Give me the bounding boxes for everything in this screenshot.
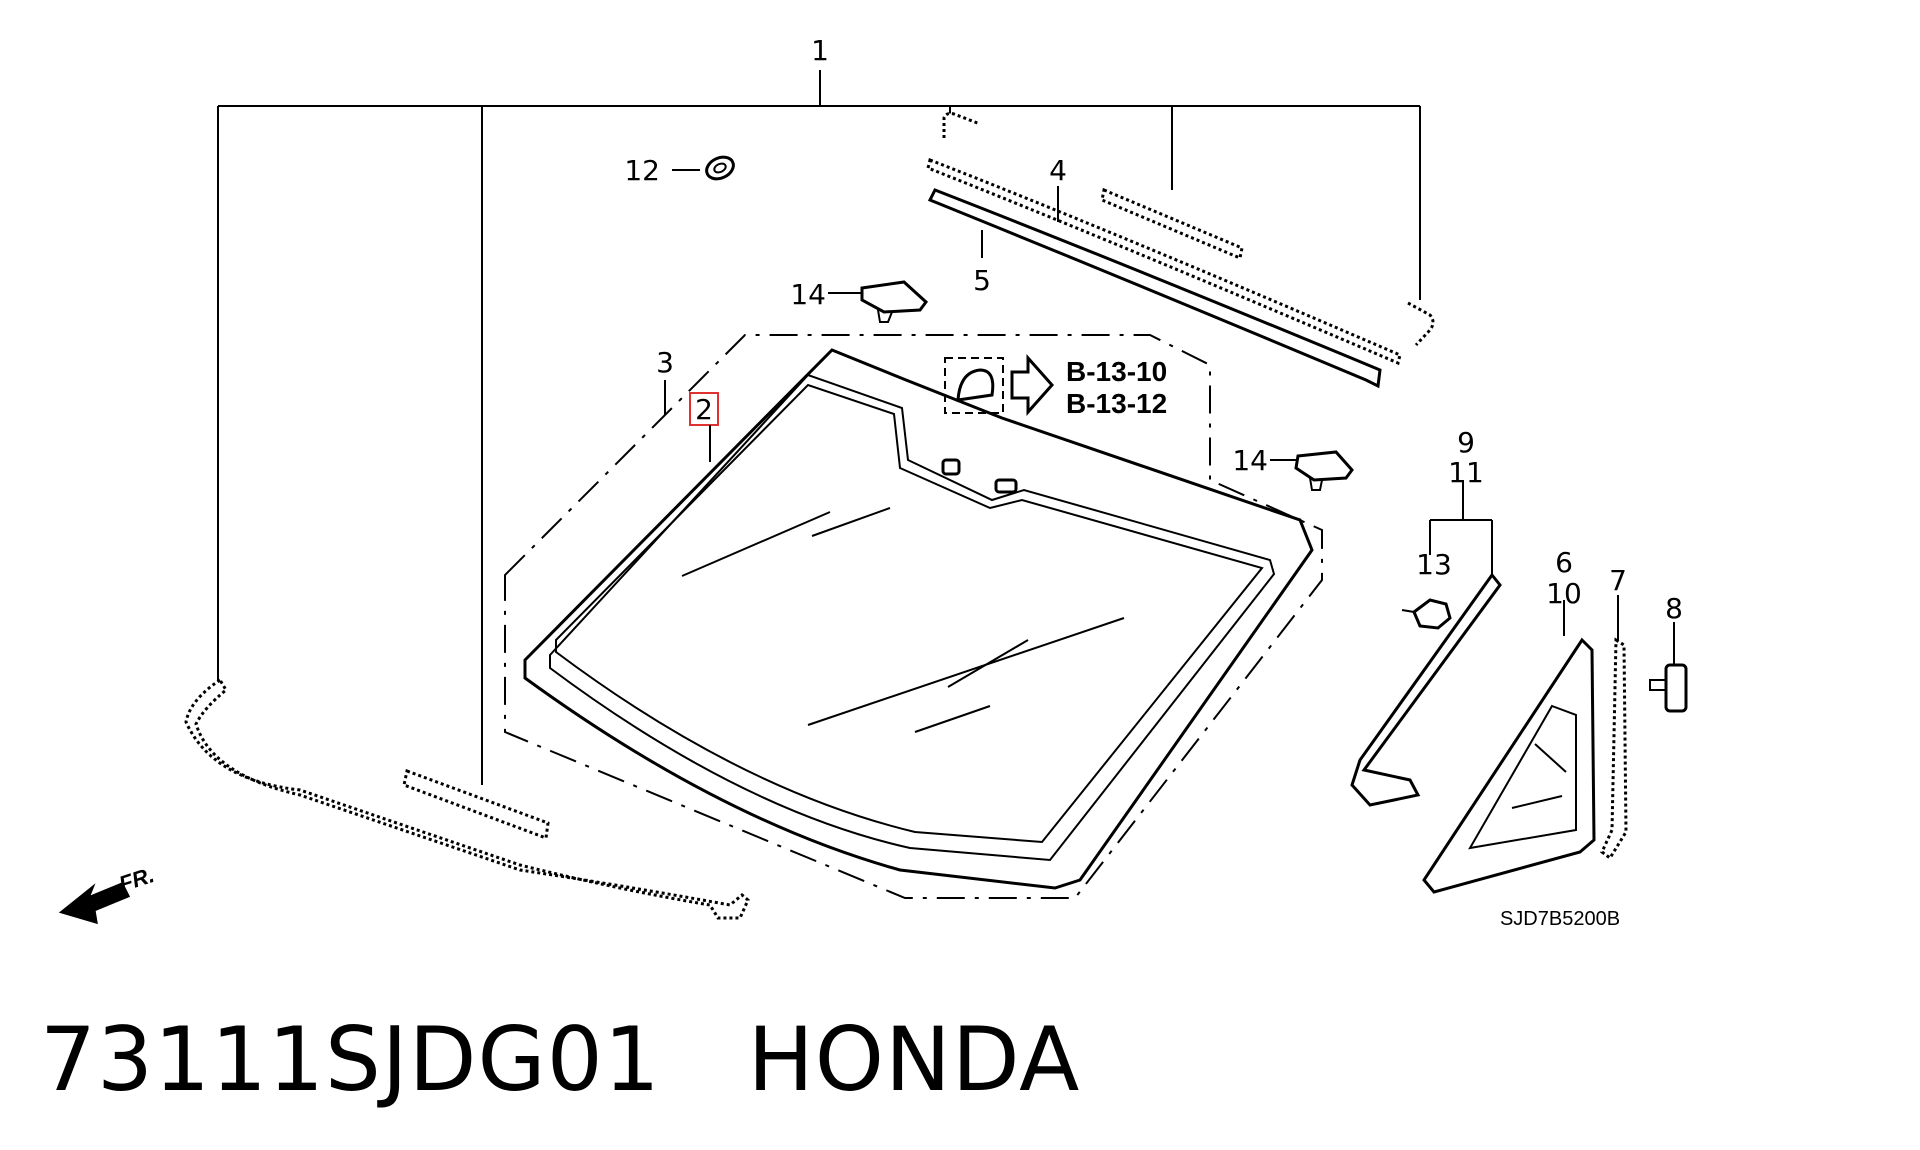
callout-12: 12: [624, 154, 660, 187]
lower-molding: [184, 677, 750, 920]
diagram-code: SJD7B5200B: [1500, 908, 1620, 930]
callout-3: 3: [656, 346, 674, 379]
front-direction-indicator: FR.: [58, 862, 157, 925]
callout-7: 7: [1609, 564, 1627, 597]
quarter-window-leader: [1429, 480, 1619, 640]
callout-2: 2: [695, 393, 713, 426]
bracket-14-lower: [1270, 450, 1354, 491]
reference-b-13-10: B-13-10: [1066, 356, 1167, 387]
callout-8: 8: [1665, 592, 1683, 625]
sensor-reference: [944, 354, 1055, 416]
callout-4: 4: [1049, 154, 1067, 187]
callout-5: 5: [973, 264, 991, 297]
callout-1-leader: [217, 70, 1421, 785]
callout-14-lower: 14: [1232, 444, 1268, 477]
molding-9-11: [1350, 572, 1502, 807]
reference-arrow-icon: [1010, 354, 1055, 416]
windshield-glass: [523, 348, 1314, 890]
windshield-assembly-boundary: [504, 334, 1323, 899]
front-label: FR.: [116, 862, 157, 897]
callout-14-upper: 14: [790, 278, 826, 311]
molding-end-piece-left: [942, 112, 981, 138]
part-number: 73111SJDG01: [40, 1008, 661, 1111]
fastener-8: [1649, 622, 1688, 713]
clip-13: [1401, 598, 1452, 630]
bracket-14-upper: [828, 280, 929, 323]
molding-end-piece-right: [1407, 301, 1435, 347]
callout-2-highlight: [689, 392, 719, 426]
reference-b-13-12: B-13-12: [1066, 388, 1167, 419]
upper-molding-4: [926, 157, 1402, 366]
callout-11: 11: [1448, 456, 1484, 489]
callout-1: 1: [811, 34, 829, 67]
clip-12: [672, 155, 735, 181]
molding-strip-short: [1100, 187, 1244, 261]
part-caption: 73111SJDG01 HONDA: [40, 1010, 1080, 1110]
callout-6: 6: [1555, 546, 1573, 579]
quarter-glass-6-10: [1422, 637, 1596, 894]
brand-name: HONDA: [747, 1008, 1081, 1111]
callout-9: 9: [1457, 426, 1475, 459]
callout-10: 10: [1546, 577, 1582, 610]
callout-13: 13: [1416, 548, 1452, 581]
lower-strip-short: [402, 768, 550, 841]
seal-7: [1600, 637, 1628, 861]
upper-molding-5: [927, 188, 1382, 389]
upper-molding-parts: [926, 112, 1435, 389]
front-arrow-icon: [58, 882, 131, 925]
